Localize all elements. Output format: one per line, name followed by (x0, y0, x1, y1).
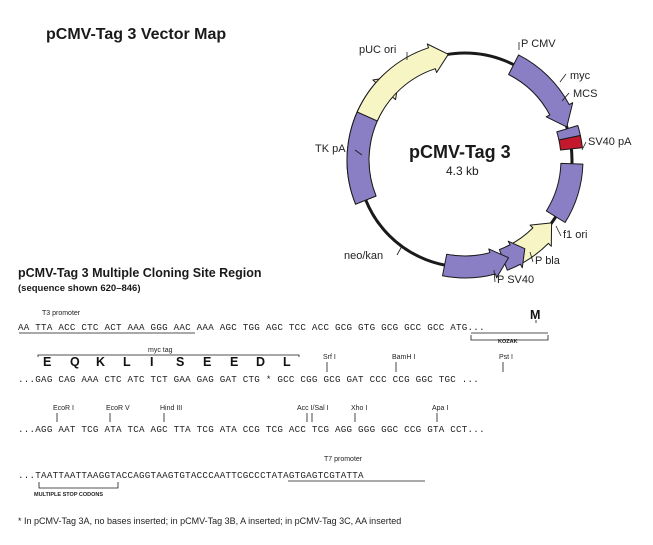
label-neo-kan: neo/kan (344, 250, 384, 262)
sequence-line-4: ...TAATTAATTAAGGTACCAGGTAAGTGTACCCAATTCG… (18, 470, 364, 481)
site-ecor-v: EcoR V (106, 405, 130, 412)
amino-acid: I (150, 355, 154, 369)
feature-p-cmv-arrow (508, 54, 574, 128)
amino-acid: D (256, 355, 266, 369)
footnote: * In pCMV-Tag 3A, no bases inserted; in … (18, 516, 402, 526)
label-p-cmv: P CMV (521, 38, 556, 50)
label-myc: myc (570, 70, 591, 82)
site-hind-iii: Hind III (160, 405, 183, 412)
plasmid-name: pCMV-Tag 3 (409, 142, 511, 162)
myc-tag-label: myc tag (148, 347, 173, 354)
site-ecor-i: EcoR I (53, 405, 75, 412)
myc-tag-bracket (37, 354, 300, 357)
site-apa-i: Apa I (432, 405, 449, 412)
label-puc-ori: pUC ori (359, 44, 397, 56)
amino-acid: K (96, 355, 106, 369)
label-mcs: MCS (573, 88, 598, 100)
feature-p-sv40-arrow (442, 248, 509, 279)
amino-acid: Q (70, 355, 80, 369)
site-acc-i-sal-i: Acc I/Sal I (297, 405, 329, 412)
site-srf-i: Srf I (323, 354, 336, 361)
sequence-line-3: ...AGG AAT TCG ATA TCA AGC TTA TCG ATA C… (18, 424, 485, 435)
amino-acid: E (43, 355, 52, 369)
kozak-bracket (470, 335, 549, 341)
label-p-sv40: P SV40 (497, 274, 535, 286)
feature-puc-ori-arrow (356, 43, 449, 122)
sequence-line-1: AA TTA ACC CTC ACT AAA GGG AAC AAA AGC T… (18, 322, 485, 333)
stop-codons-label: MULTIPLE STOP CODONS (34, 492, 104, 498)
label-sv40-pa: SV40 pA (588, 136, 632, 148)
page-title: pCMV-Tag 3 Vector Map (46, 26, 227, 43)
site-xho-i: Xho I (351, 405, 368, 412)
amino-acid: L (123, 355, 131, 369)
leader-lines (354, 42, 587, 283)
amino-acid: L (283, 355, 291, 369)
stop-codons-bracket (38, 482, 119, 489)
label-f1-ori: f1 ori (563, 229, 588, 241)
amino-acid-row: E Q K L I S E E D L (37, 355, 299, 373)
t3-promoter-label: T3 promoter (42, 310, 81, 317)
sequence-line-2: ...GAG CAG AAA CTC ATC TCT GAA GAG GAT C… (18, 374, 480, 385)
amino-acid: S (176, 355, 185, 369)
start-methionine: M (530, 308, 541, 322)
t7-promoter-label: T7 promoter (324, 456, 363, 463)
feature-mcs-box (558, 135, 583, 151)
amino-acid: E (203, 355, 212, 369)
kozak-label: KOZAK (498, 339, 518, 345)
site-pst-i: Pst I (499, 354, 514, 361)
plasmid-size: 4.3 kb (446, 164, 479, 178)
mcs-subtitle: (sequence shown 620–846) (18, 283, 141, 294)
mcs-title: pCMV-Tag 3 Multiple Cloning Site Region (18, 266, 262, 280)
feature-sv40-pa-block (545, 162, 584, 223)
label-p-bla: P bla (535, 255, 560, 267)
amino-acid: E (230, 355, 239, 369)
label-tk-pa: TK pA (315, 143, 346, 155)
site-bamh-i: BamH I (392, 354, 416, 361)
